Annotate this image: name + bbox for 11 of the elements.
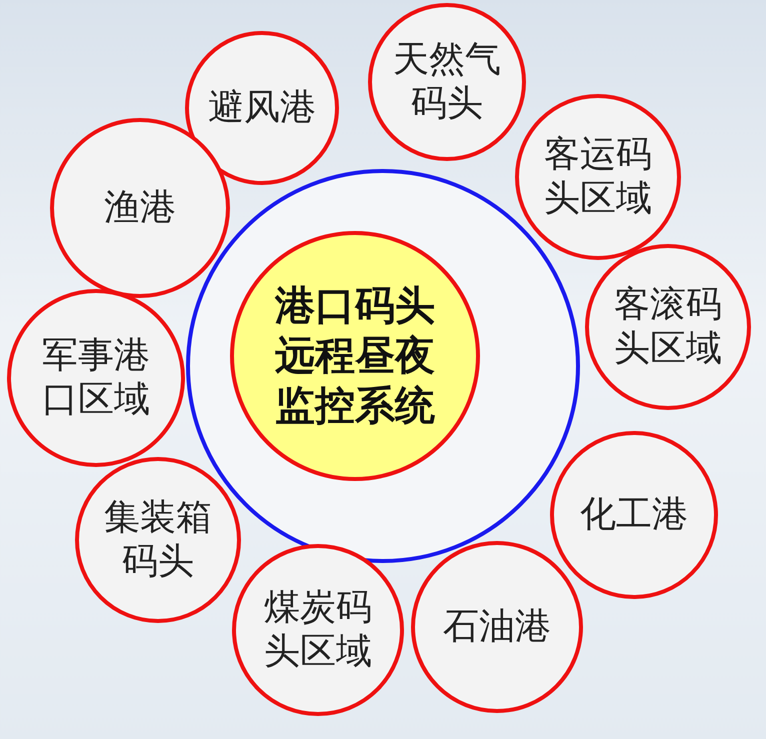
system-title: 港口码头远程昼夜监控系统: [274, 282, 436, 431]
port-label: 避风港: [207, 86, 317, 130]
port-label: 渔港: [102, 186, 177, 230]
port-label: 石油港: [442, 605, 552, 649]
port-label: 客滚码头区域: [613, 283, 723, 371]
port-label: 煤炭码头区域: [263, 586, 373, 674]
port-label: 化工港: [579, 493, 689, 537]
port-label: 客运码头区域: [543, 133, 653, 221]
port-label: 天然气码头: [392, 38, 502, 126]
port-label: 军事港口区域: [41, 334, 151, 422]
port-label: 集装箱码头: [103, 496, 213, 584]
